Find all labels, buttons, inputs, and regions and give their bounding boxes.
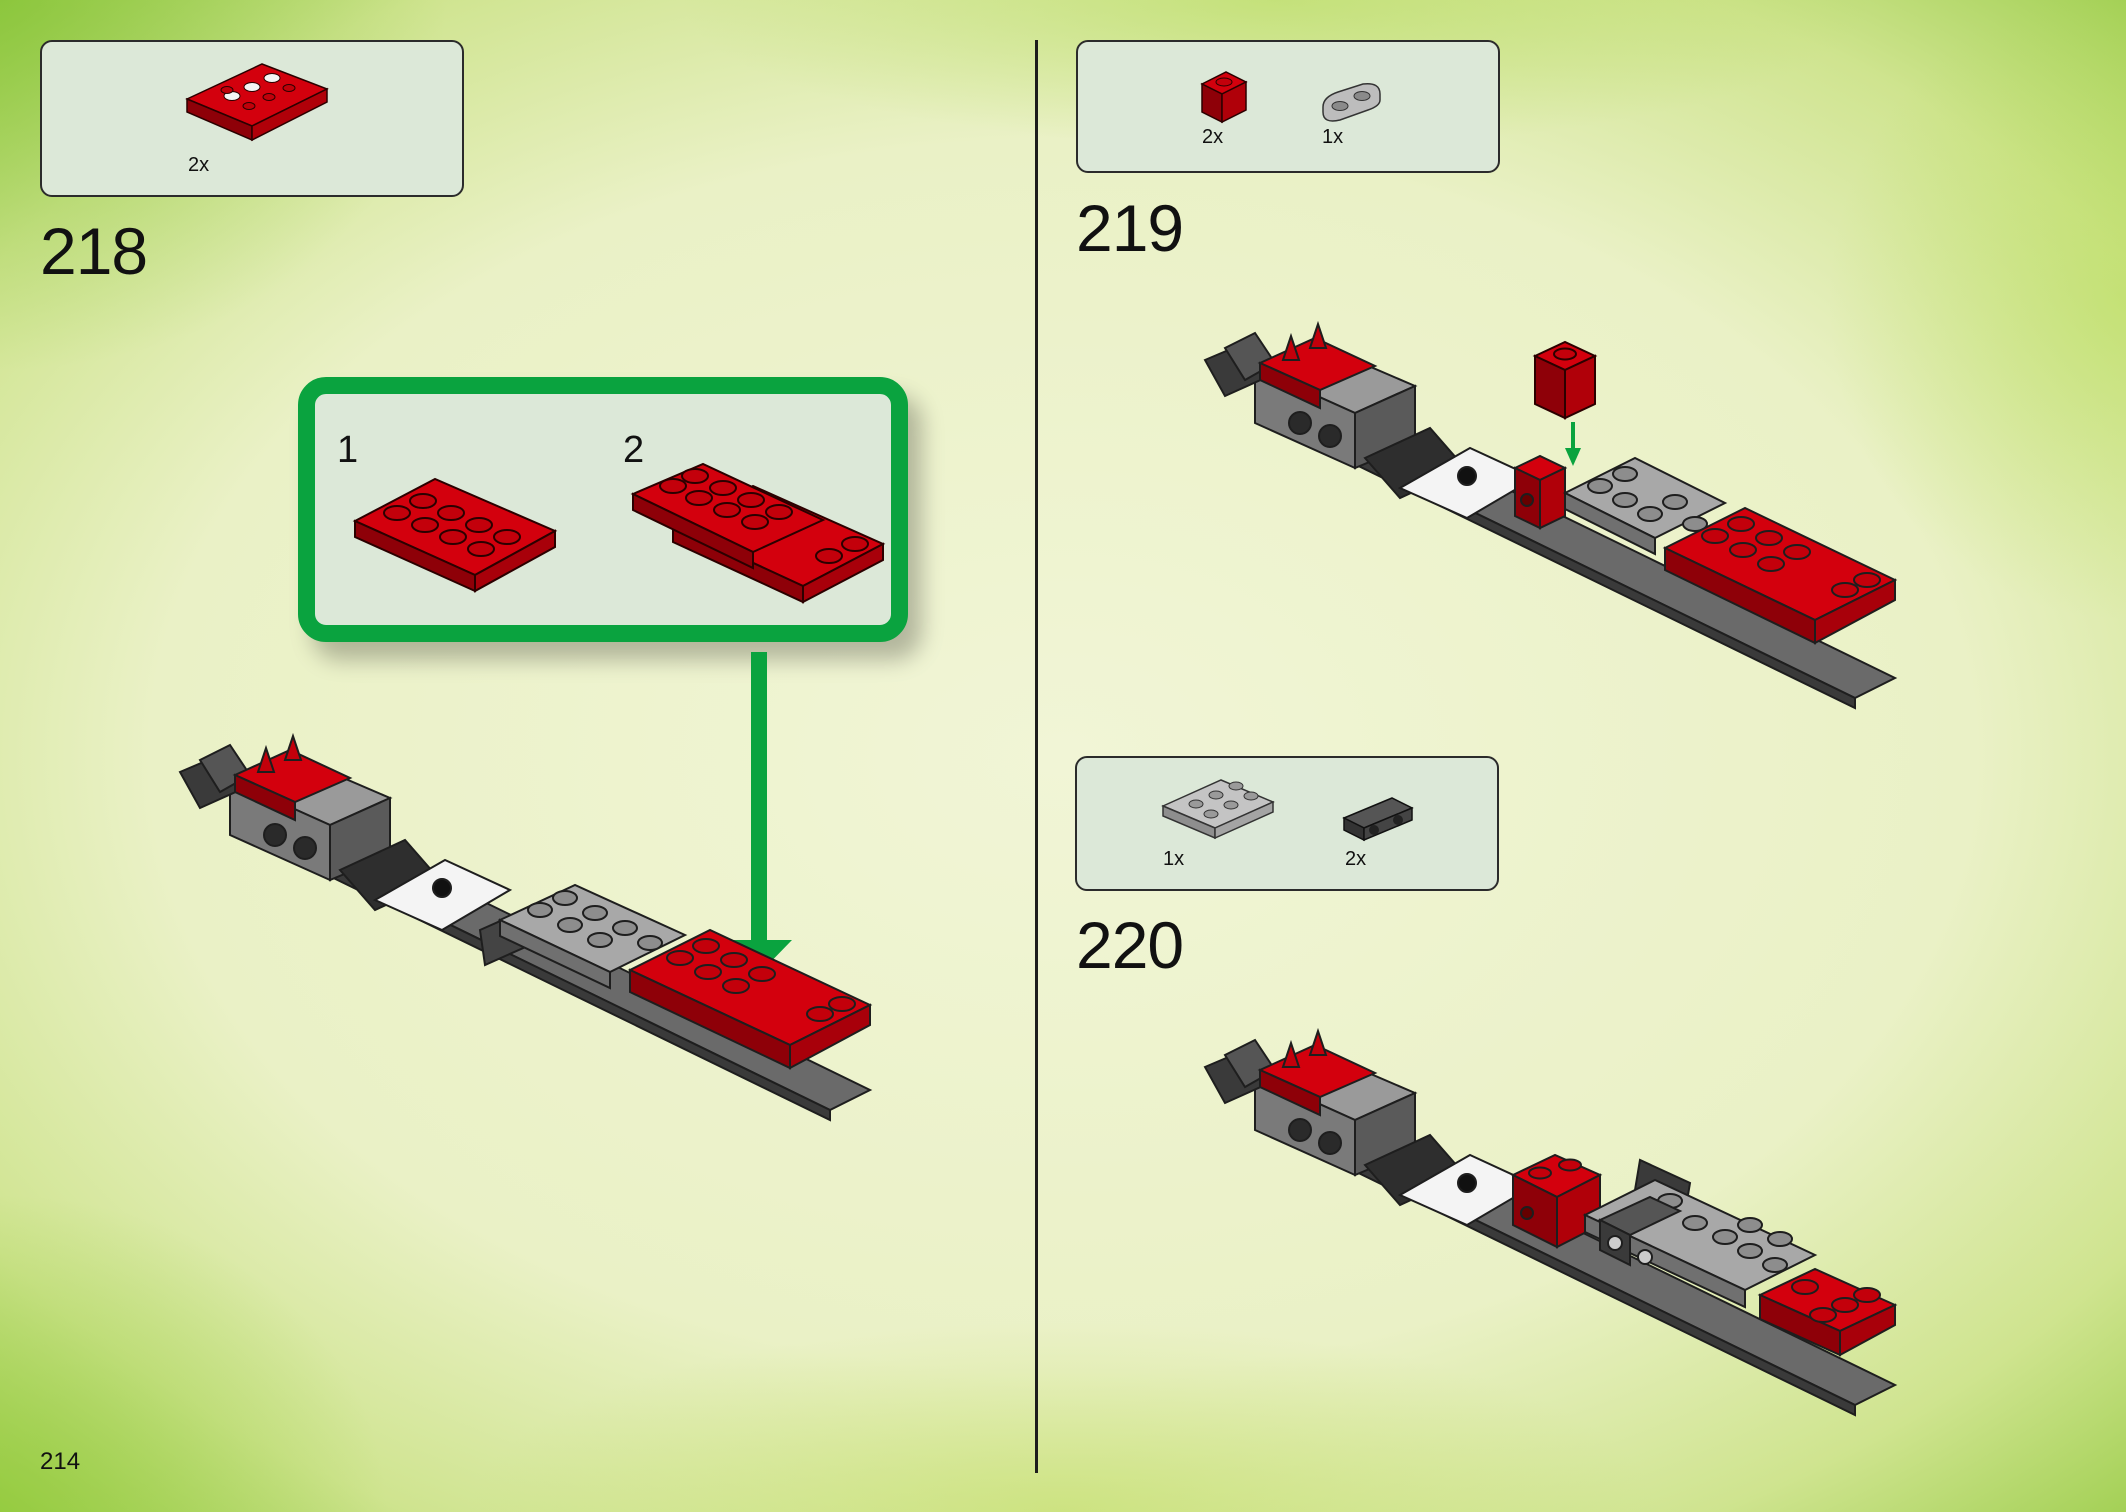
substep-label-2: 2 <box>623 429 645 471</box>
part-qty: 1x <box>1163 848 1185 870</box>
red-plate-stack-icon <box>630 462 886 604</box>
substep-label-1: 1 <box>337 429 359 471</box>
step-number-218: 218 <box>40 214 148 288</box>
part-qty: 2x <box>1345 848 1367 870</box>
step-number-220: 220 <box>1076 908 1184 982</box>
part-qty: 1x <box>1322 126 1344 148</box>
part-qty: 2x <box>1202 126 1224 148</box>
grey-plate-2x3-icon <box>1161 779 1275 840</box>
part-qty: 2x <box>188 154 210 176</box>
red-plate-icon <box>352 477 558 593</box>
red-brick-1x1-icon <box>1200 71 1248 124</box>
parts-callout-219: 2x 1x <box>1076 40 1500 173</box>
step-number-219: 219 <box>1076 191 1184 265</box>
model-assembly-218 <box>178 732 873 1122</box>
dark-bracket-icon <box>1342 797 1414 842</box>
red-plate-2x4-icon <box>185 63 329 142</box>
page-divider <box>1035 40 1038 1473</box>
substep-callout-218: 1 2 <box>298 377 908 642</box>
model-assembly-220 <box>1203 1027 1898 1417</box>
grey-plate-1x2-rounded-icon <box>1322 82 1381 122</box>
parts-callout-220: 1x 2x <box>1075 756 1499 891</box>
model-assembly-219 <box>1203 320 1898 710</box>
parts-callout-218: 2x <box>40 40 464 197</box>
page-number: 214 <box>40 1448 81 1475</box>
